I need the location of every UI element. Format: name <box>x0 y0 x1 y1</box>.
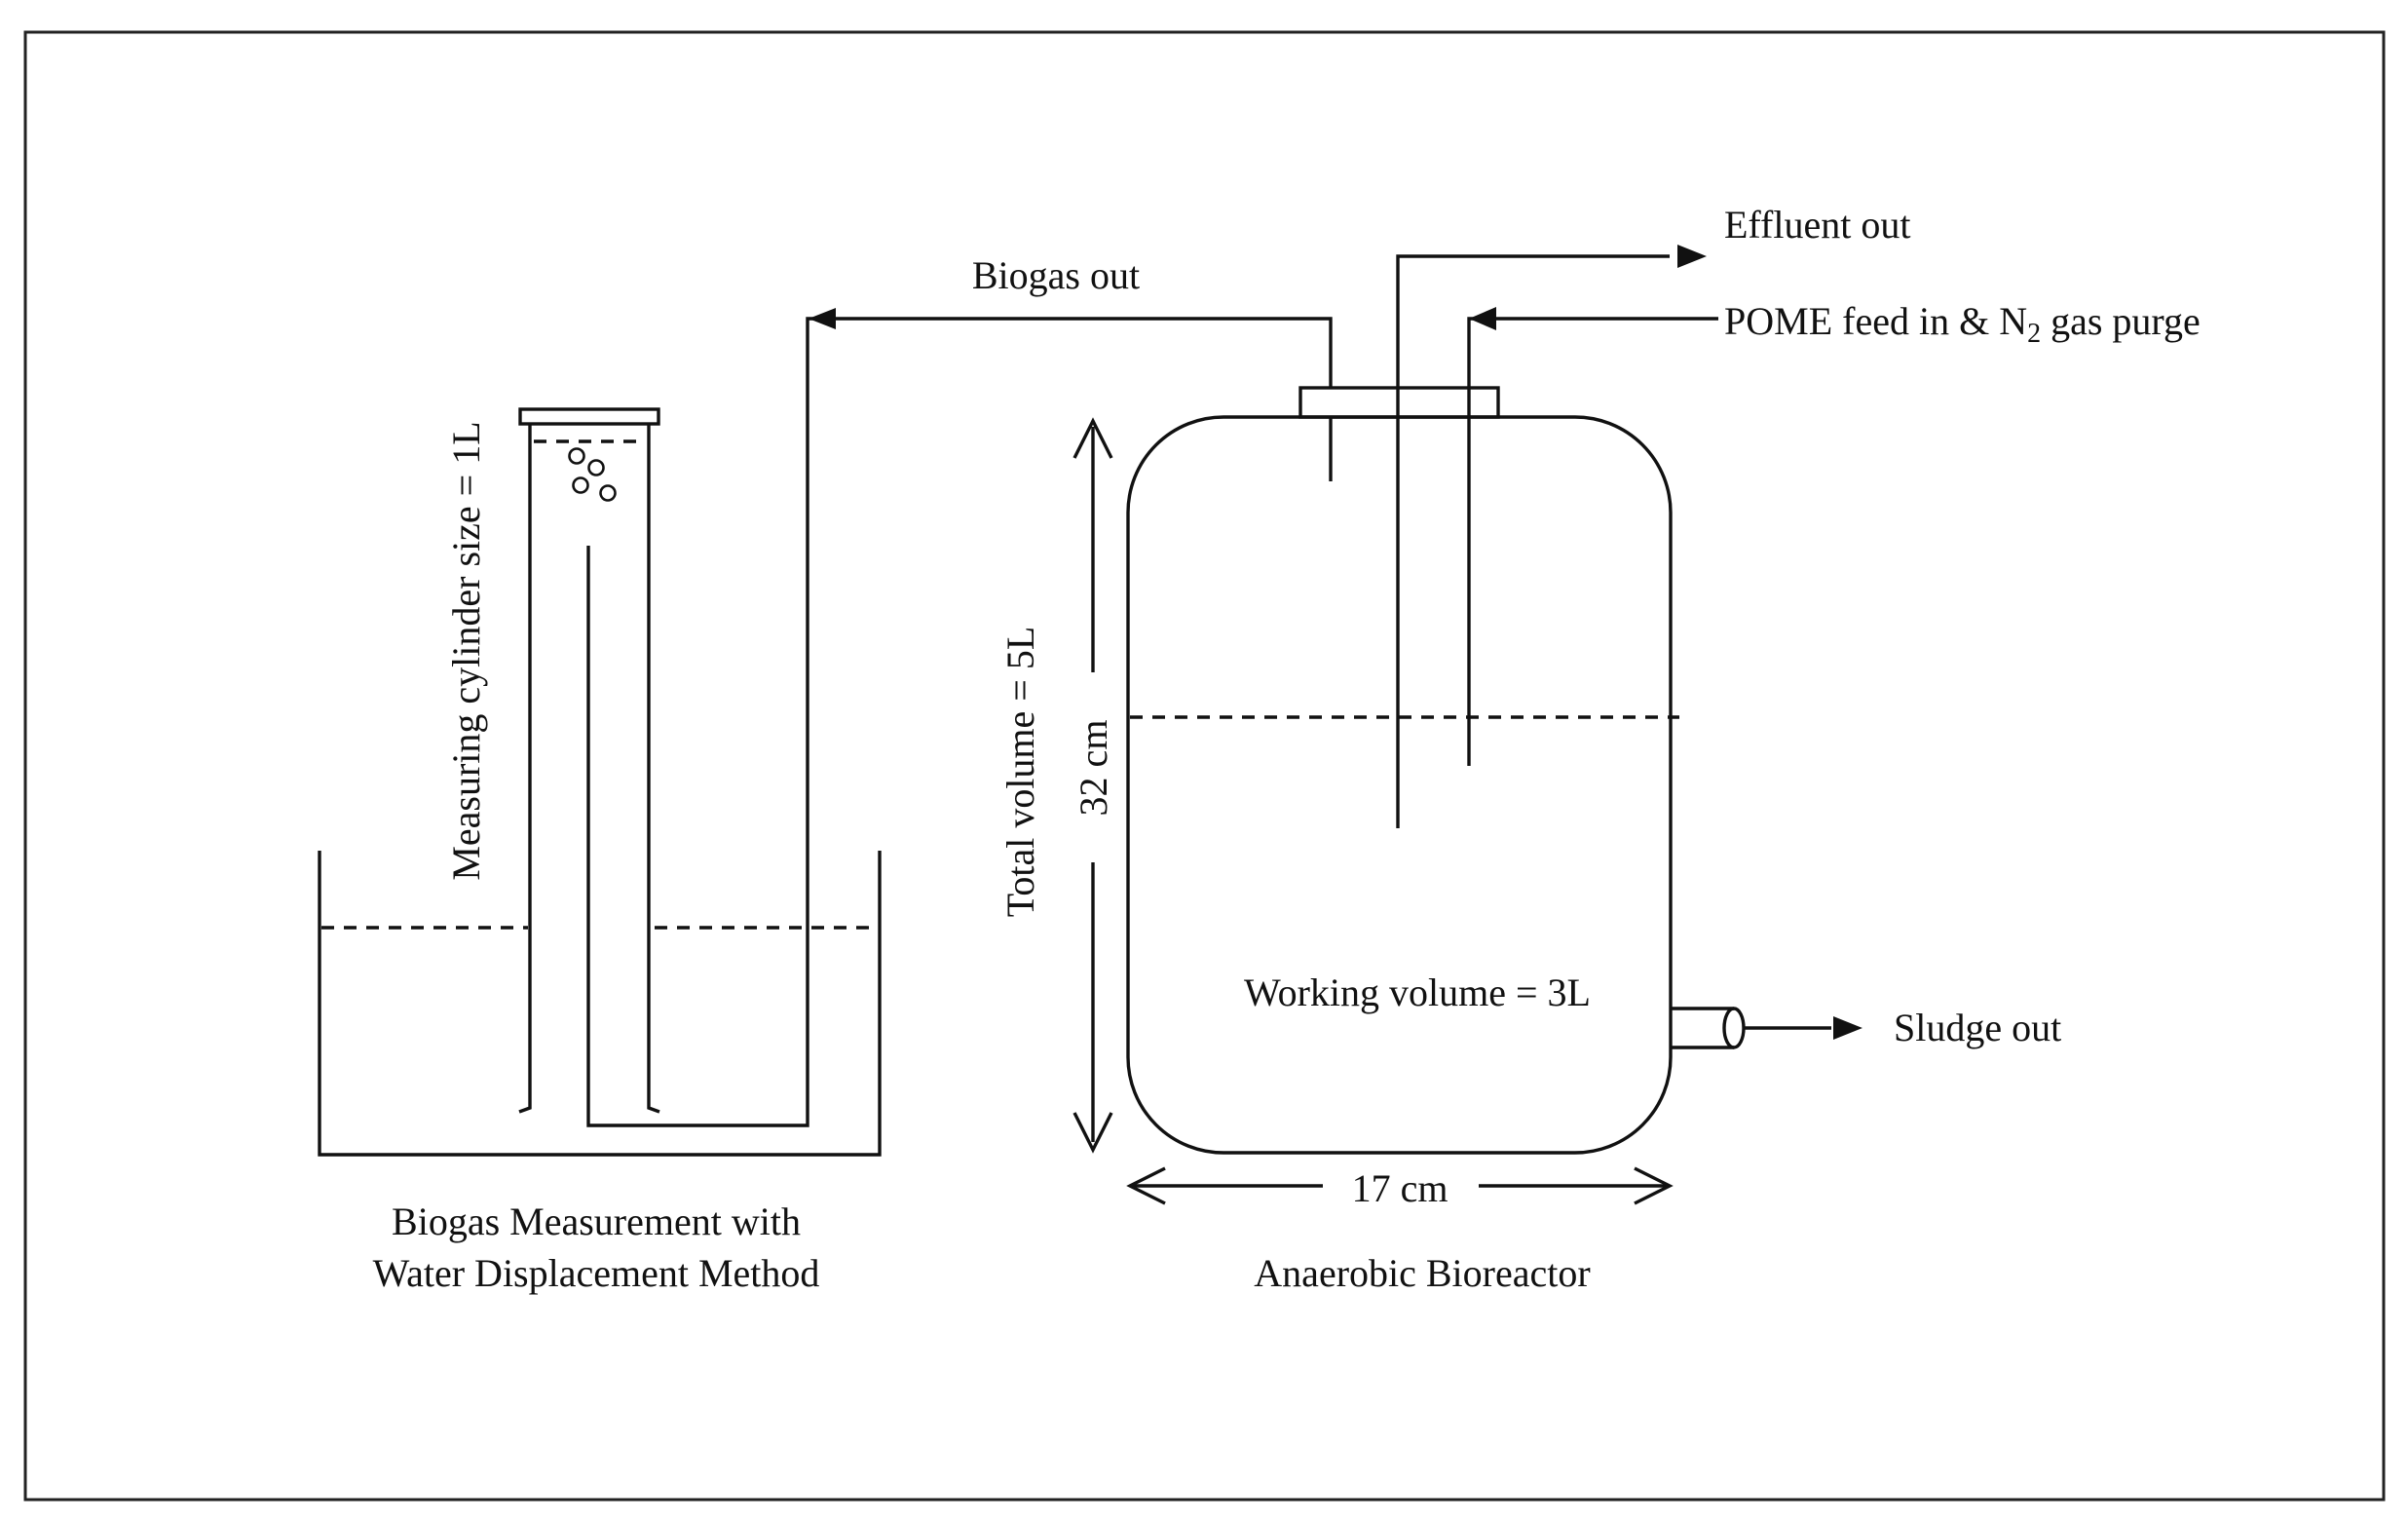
width-label: 17 cm <box>1352 1166 1449 1210</box>
working-volume-label: Working volume = 3L <box>1244 971 1591 1014</box>
gas-bubbles <box>568 447 617 502</box>
effluent-pipe <box>1396 254 1670 828</box>
pome-feed-label: POME feed in & N2 gas purge <box>1724 299 2201 349</box>
sludge-out-arrowhead <box>1833 1016 1862 1040</box>
effluent-out-arrowhead <box>1677 245 1707 268</box>
effluent-out-label: Effluent out <box>1724 203 1910 247</box>
width-arrowhead-left <box>1126 1166 1166 1205</box>
feed-in-arrowhead <box>1469 307 1496 330</box>
total-volume-label: Total volume = 5L <box>998 627 1042 918</box>
measuring-cylinder-outer-wall-right <box>647 424 660 1114</box>
biogas-measurement-caption-line1: Biogas Measurement with <box>392 1199 801 1243</box>
pome-feed-text-suffix: gas purge <box>2041 299 2201 343</box>
sludge-out-label: Sludge out <box>1894 1006 2061 1049</box>
width-arrowhead-right <box>1634 1166 1674 1205</box>
measuring-cylinder-size-label: Measuring cylinder size = 1L <box>444 421 488 880</box>
anaerobic-bioreactor: Total volume = 5L 32 cm Working volume =… <box>998 245 1862 1295</box>
biogas-measurement-caption-line2: Water Displacement Method <box>373 1251 820 1295</box>
height-label: 32 cm <box>1072 720 1115 817</box>
sludge-outlet-opening <box>1722 1007 1746 1049</box>
pome-feed-text-prefix: POME feed in & N <box>1724 299 2027 343</box>
biogas-tube <box>586 317 1333 1127</box>
measuring-cylinder-cap <box>518 407 660 426</box>
biogas-out-arrowhead <box>809 308 836 329</box>
height-arrowhead-bottom <box>1072 1112 1113 1154</box>
water-displacement-apparatus: Measuring cylinder size = 1L Biogas Meas… <box>318 308 1333 1295</box>
measuring-cylinder-outer-wall <box>518 424 532 1114</box>
anaerobic-bioreactor-caption: Anaerobic Bioreactor <box>1254 1251 1590 1295</box>
biogas-out-label: Biogas out <box>972 253 1140 297</box>
height-arrowhead-top <box>1072 417 1113 459</box>
feed-pipe <box>1467 317 1718 766</box>
pome-feed-subscript: 2 <box>2027 319 2041 349</box>
outer-frame <box>23 30 2386 1502</box>
water-basin <box>318 851 882 1157</box>
sludge-outlet-pipe <box>1671 1007 1734 1049</box>
